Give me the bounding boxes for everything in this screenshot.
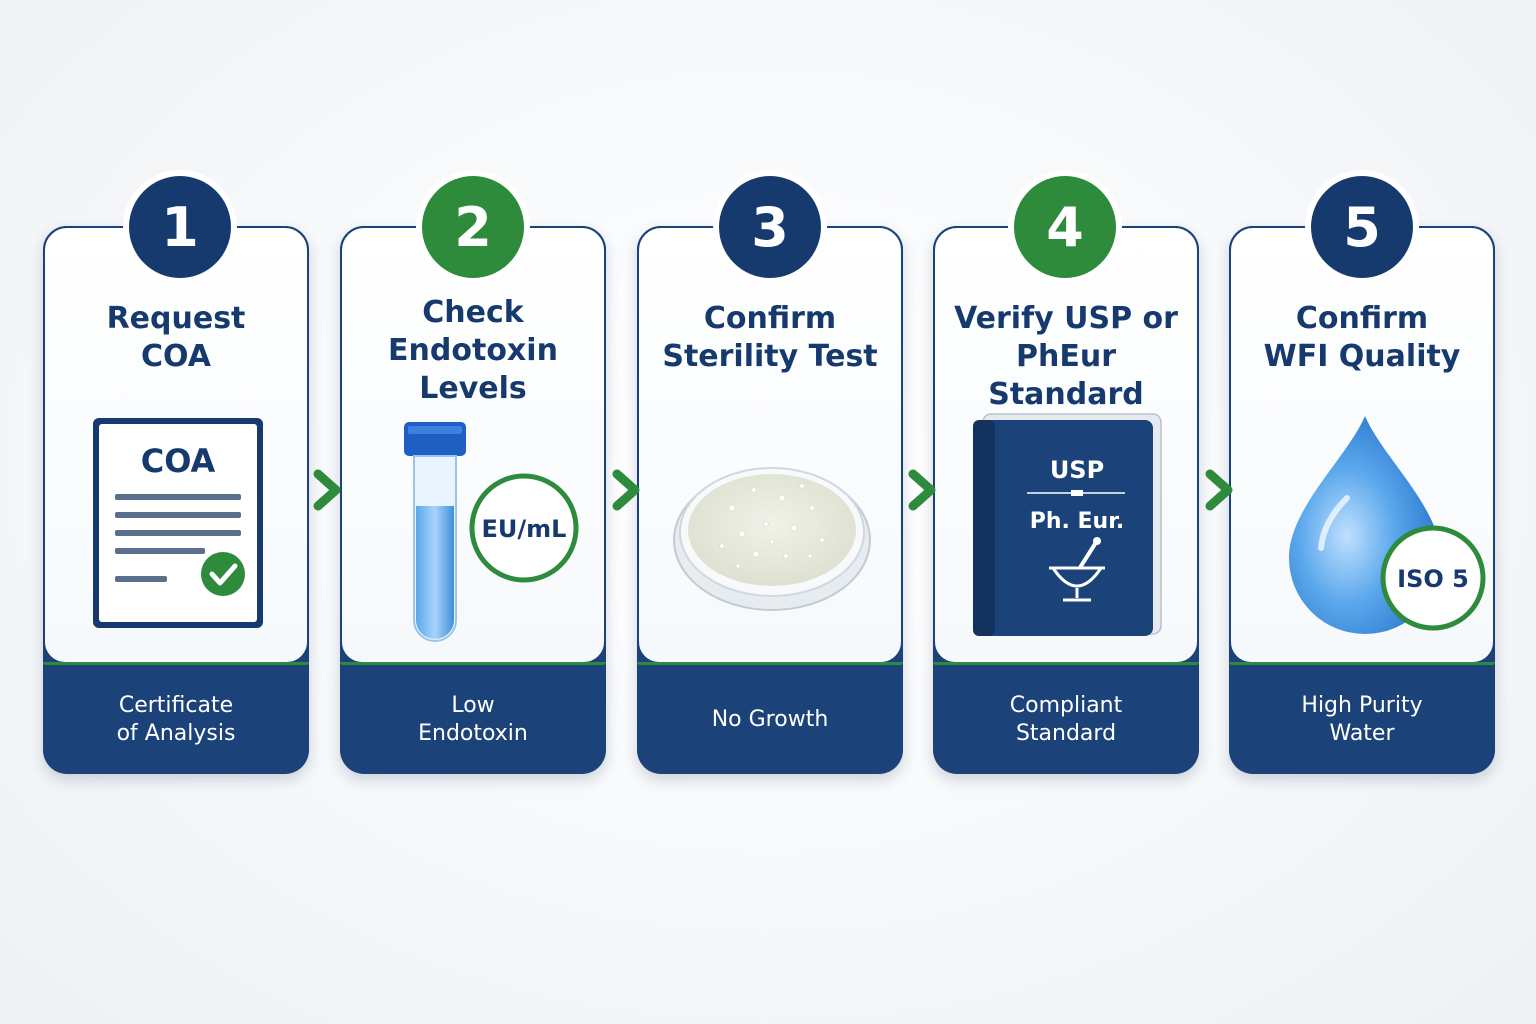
step-1-number-badge: 1 bbox=[129, 176, 231, 278]
test-tube-icon: EU/mL bbox=[404, 422, 579, 642]
step-card-5-body: Confirm WFI Quality ISO 5 bbox=[1229, 226, 1495, 665]
document-label: COA bbox=[141, 442, 216, 480]
ph-eur-label: Ph. Eur. bbox=[1030, 509, 1125, 534]
usp-label: USP bbox=[1050, 456, 1104, 484]
step-3-title: Confirm Sterility Test bbox=[662, 301, 878, 374]
pharmacopeia-book-icon: USP Ph. Eur. bbox=[973, 413, 1162, 636]
step-card-3-body: Confirm Sterility Test bbox=[637, 226, 903, 665]
step-4-title: Verify USP or PhEur Standard bbox=[954, 301, 1178, 412]
chevron-right-icon bbox=[1205, 469, 1233, 511]
step-card-3: Confirm Sterility Test N bbox=[637, 226, 903, 774]
chevron-right-icon bbox=[908, 469, 936, 511]
step-4-caption: Compliant Standard bbox=[1009, 693, 1123, 746]
step-card-1-body: Request COA COA bbox=[43, 226, 309, 665]
endotoxin-unit-label: EU/mL bbox=[482, 515, 567, 543]
step-3-caption: No Growth bbox=[711, 707, 829, 732]
water-drop-icon: ISO 5 bbox=[1289, 416, 1486, 634]
step-card-4-body: Verify USP or PhEur Standard USP Ph. Eur… bbox=[933, 226, 1199, 665]
chevron-right-icon bbox=[313, 469, 341, 511]
step-1-title: Request COA bbox=[106, 301, 246, 374]
step-5-caption: High Purity Water bbox=[1301, 693, 1423, 746]
step-2-number-badge: 2 bbox=[422, 176, 524, 278]
iso-class-label: ISO 5 bbox=[1397, 565, 1469, 593]
step-card-1: Request COA COA Certificate of Analysis bbox=[43, 226, 309, 774]
step-card-5: Confirm WFI Quality ISO 5 High Purity Wa… bbox=[1229, 226, 1495, 774]
step-2-caption: Low Endotoxin bbox=[418, 693, 528, 746]
step-3-number-badge: 3 bbox=[719, 176, 821, 278]
document-check-icon: COA bbox=[93, 418, 263, 628]
step-2-title: Check Endotoxin Levels bbox=[388, 295, 558, 406]
step-1-caption: Certificate of Analysis bbox=[116, 693, 236, 746]
step-card-2-body: Check Endotoxin Levels EU/mL bbox=[340, 226, 606, 665]
step-4-number-badge: 4 bbox=[1014, 176, 1116, 278]
step-card-2: Check Endotoxin Levels EU/mL Low Endotox… bbox=[340, 226, 606, 774]
step-card-4: Verify USP or PhEur Standard USP Ph. Eur… bbox=[933, 226, 1199, 774]
step-5-number-badge: 5 bbox=[1311, 176, 1413, 278]
chevron-right-icon bbox=[612, 469, 640, 511]
petri-dish-icon bbox=[673, 467, 871, 611]
step-5-title: Confirm WFI Quality bbox=[1263, 301, 1461, 374]
